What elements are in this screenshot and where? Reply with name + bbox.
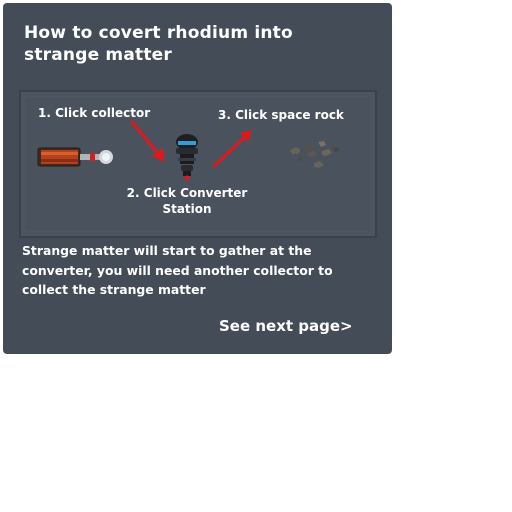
panel-title: How to covert rhodium into strange matte… <box>24 23 293 65</box>
description-text: Strange matter will start to gather at t… <box>22 243 333 297</box>
step-3-label: 3. Click space rock <box>218 108 344 122</box>
space-rock-icon[interactable] <box>286 138 342 174</box>
arrow-icon <box>212 130 252 168</box>
collector-icon[interactable] <box>36 144 120 170</box>
step-1-label: 1. Click collector <box>38 106 151 120</box>
converter-station-icon[interactable] <box>172 132 202 182</box>
next-page-button[interactable]: See next page> <box>219 317 353 335</box>
step-2-label: 2. Click Converter Station <box>126 186 248 216</box>
arrow-icon <box>130 120 164 162</box>
